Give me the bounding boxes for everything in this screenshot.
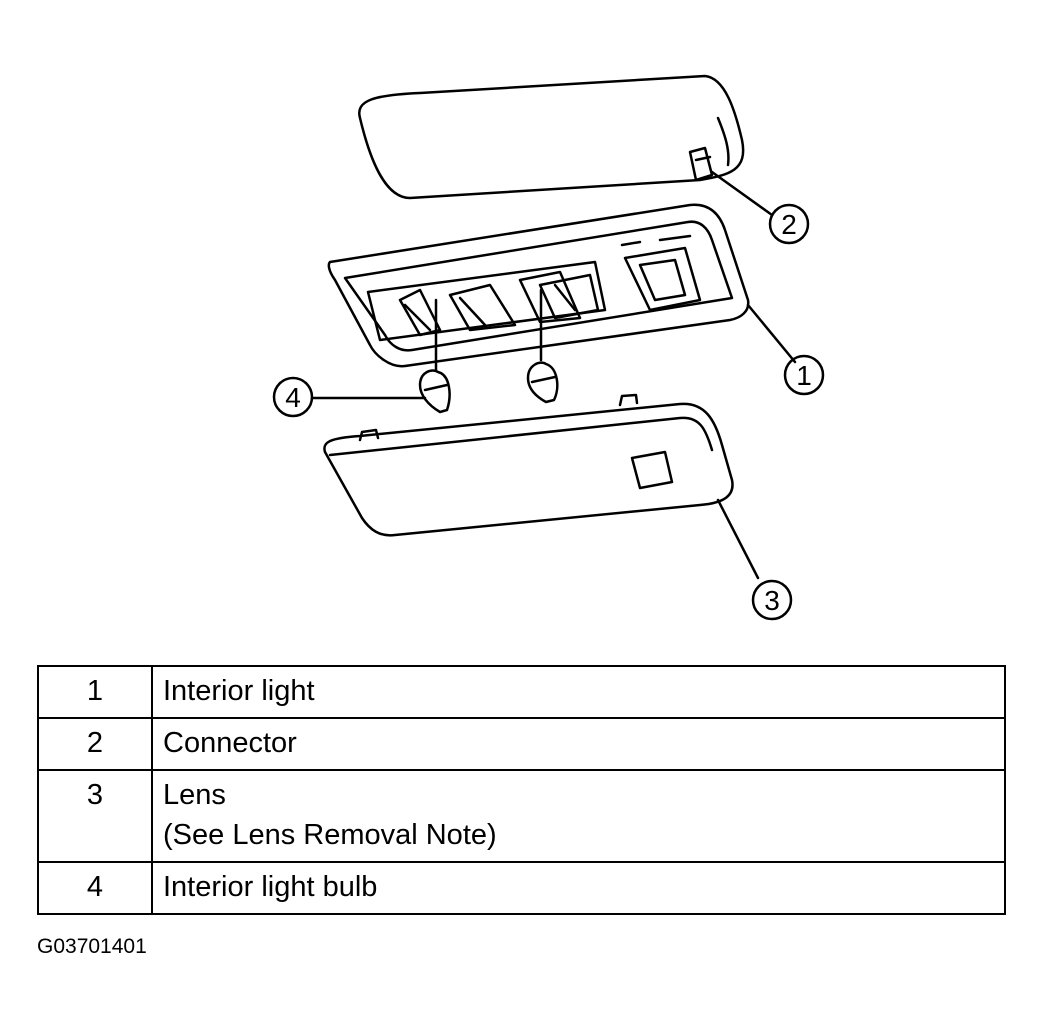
bulb-left (418, 298, 451, 414)
table-row: 4 Interior light bulb (37, 861, 1006, 915)
callout-circle-3 (751, 579, 793, 621)
parts-legend-table: 1 Interior light 2 Connector 3 Lens (See… (37, 665, 1006, 915)
table-row: 1 Interior light (37, 665, 1006, 719)
part-number: 1 (37, 665, 153, 719)
connector-part (688, 146, 714, 182)
lens-part (323, 393, 734, 537)
top-cover-panel (358, 74, 745, 200)
leader-line-3 (716, 498, 760, 580)
table-row: 3 Lens (See Lens Removal Note) (37, 769, 1006, 863)
part-number: 4 (37, 861, 153, 915)
callout-number-3: 3 (764, 585, 780, 616)
exploded-view-diagram: 2 1 3 4 (272, 74, 825, 621)
callout-circle-2 (768, 203, 810, 245)
callout-number-2: 2 (781, 209, 797, 240)
callout-circle-4 (272, 376, 314, 418)
part-label: Interior light bulb (151, 861, 1006, 915)
part-description: Lens (See Lens Removal Note) (151, 769, 1006, 863)
callout-number-4: 4 (285, 382, 301, 413)
leader-line-1 (746, 303, 797, 364)
interior-light-housing (327, 203, 750, 368)
part-label: Connector (151, 717, 1006, 771)
table-row: 2 Connector (37, 717, 1006, 771)
part-note: (See Lens Removal Note) (163, 819, 497, 851)
callout-number-1: 1 (796, 360, 812, 391)
part-label: Lens (163, 779, 226, 811)
bulb-right (526, 288, 559, 404)
callout-circle-1 (783, 354, 825, 396)
part-number: 2 (37, 717, 153, 771)
leader-line-2 (710, 170, 774, 217)
part-number: 3 (37, 769, 153, 863)
part-label: Interior light (151, 665, 1006, 719)
figure-id: G03701401 (37, 935, 147, 958)
